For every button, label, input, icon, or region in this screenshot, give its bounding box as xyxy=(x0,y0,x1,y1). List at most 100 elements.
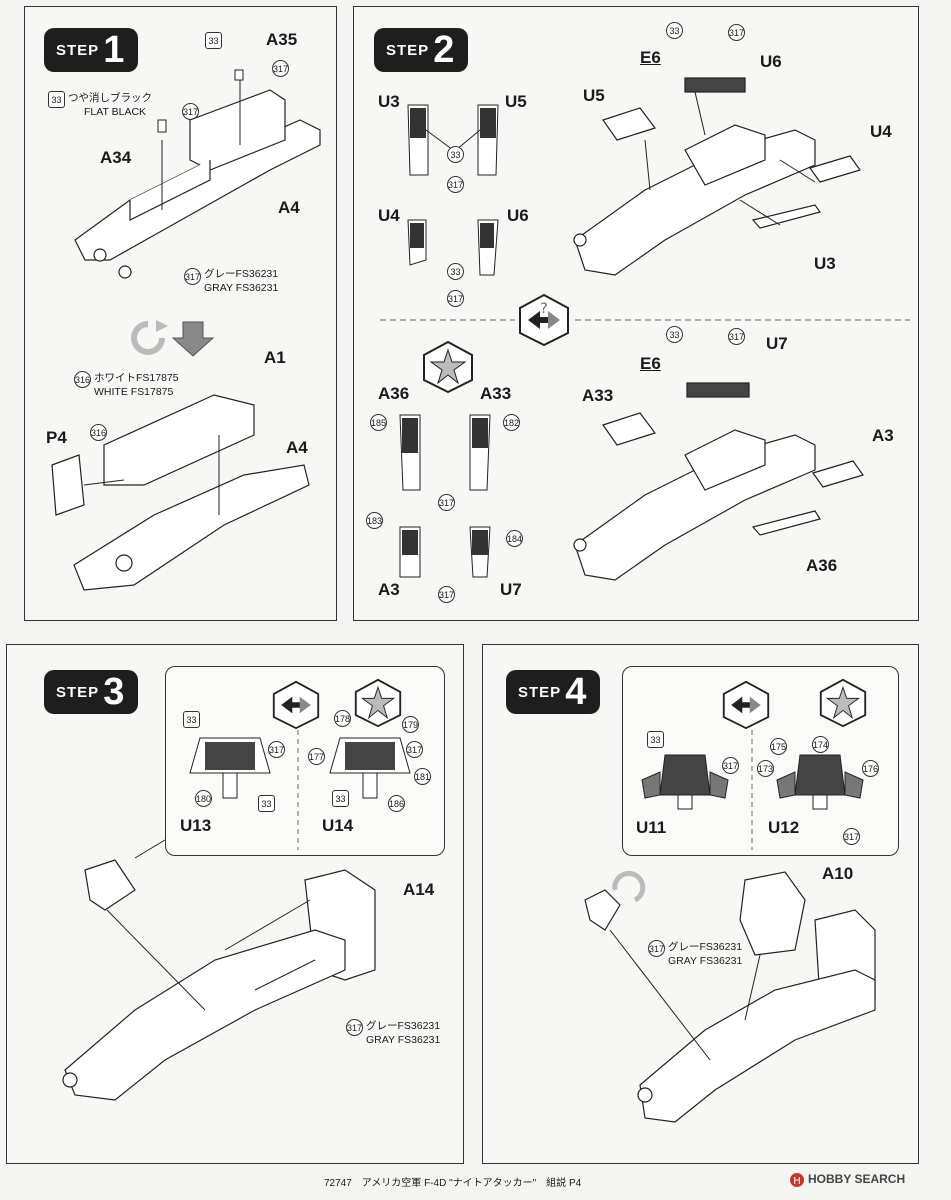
part-label-a33: A33 xyxy=(480,384,512,403)
paint-code: 33 xyxy=(647,731,664,748)
part-label-a1: A1 xyxy=(264,348,286,367)
part-label-u4: U4 xyxy=(378,206,400,225)
paint-code: 33 xyxy=(183,711,200,728)
note-white-en: WHITE FS17875 xyxy=(94,386,174,398)
paint-code: 317 xyxy=(648,940,665,957)
decal-u4-u6-drawing xyxy=(407,219,499,276)
decal-a3-u7-drawing xyxy=(399,526,491,578)
svg-text:H: H xyxy=(793,1176,801,1187)
part-label-a3-right: A3 xyxy=(872,426,894,445)
step1-assembly-drawing xyxy=(51,394,310,591)
paint-code: 178 xyxy=(334,710,351,727)
note-gray-jp: グレーFS36231 xyxy=(668,941,743,953)
paint-code: 317 xyxy=(728,24,745,41)
note-gray-en: GRAY FS36231 xyxy=(204,282,279,294)
section-divider xyxy=(380,319,910,321)
note-gray-en: GRAY FS36231 xyxy=(668,955,743,967)
part-label-a36: A36 xyxy=(378,384,410,403)
step2-bottom-cockpit-drawing xyxy=(573,382,864,581)
part-label-a35: A35 xyxy=(266,30,298,49)
paint-code: 173 xyxy=(757,760,774,777)
option-star-icon xyxy=(819,678,867,728)
paint-code: 176 xyxy=(862,760,879,777)
part-label-u7: U7 xyxy=(500,580,522,599)
option-star-icon xyxy=(423,340,473,394)
paint-code: 33 xyxy=(666,326,683,343)
paint-code: 184 xyxy=(506,530,523,547)
part-label-u14: U14 xyxy=(322,816,354,835)
paint-code: 180 xyxy=(195,790,212,807)
paint-code: 317 xyxy=(268,741,285,758)
step1-tub-drawing xyxy=(74,69,321,279)
note-flat-black-en: FLAT BLACK xyxy=(84,106,147,118)
paint-code: 182 xyxy=(503,414,520,431)
paint-code: 33 xyxy=(205,32,222,49)
decal-a36-a33-drawing xyxy=(399,414,491,491)
note-gray-jp: グレーFS36231 xyxy=(366,1020,441,1032)
part-label-a4: A4 xyxy=(278,198,300,217)
step4-assembly-drawing xyxy=(584,870,876,1123)
paint-code: 317 xyxy=(346,1019,363,1036)
paint-code: 33 xyxy=(666,22,683,39)
part-label-p4: P4 xyxy=(46,428,67,447)
option-question-icon xyxy=(722,680,770,730)
part-label-a36-right: A36 xyxy=(806,556,838,575)
paint-code: 316 xyxy=(90,424,107,441)
paint-code: 317 xyxy=(722,757,739,774)
note-gray-en: GRAY FS36231 xyxy=(366,1034,441,1046)
step3-assembly-drawing xyxy=(62,839,376,1101)
paint-code: 33 xyxy=(258,795,275,812)
part-label-u4-right: U4 xyxy=(870,122,892,141)
part-label-e6-lower: E6 xyxy=(640,354,661,373)
paint-code: 317 xyxy=(447,176,464,193)
paint-code: 33 xyxy=(48,91,65,108)
paint-code: 185 xyxy=(370,414,387,431)
decal-u3-u5-drawing xyxy=(407,104,499,176)
part-label-a34: A34 xyxy=(100,148,132,167)
paint-code: 317 xyxy=(438,586,455,603)
paint-code: 317 xyxy=(438,494,455,511)
part-label-u5-right: U5 xyxy=(583,86,605,105)
paint-code: 33 xyxy=(447,263,464,280)
note-white-jp: ホワイトFS17875 xyxy=(94,372,179,384)
note-gray-jp: グレーFS36231 xyxy=(204,268,279,280)
part-label-u11: U11 xyxy=(636,818,667,837)
part-label-u12: U12 xyxy=(768,818,800,837)
paint-code: 317 xyxy=(447,290,464,307)
paint-code: 183 xyxy=(366,512,383,529)
part-label-a14: A14 xyxy=(403,880,435,899)
part-label-a33-right: A33 xyxy=(582,386,614,405)
paint-code: 175 xyxy=(770,738,787,755)
part-label-u6: U6 xyxy=(507,206,529,225)
part-label-e6: E6 xyxy=(640,48,661,67)
paint-code: 181 xyxy=(414,768,431,785)
part-label-u5: U5 xyxy=(505,92,527,111)
brand-logo-icon: H xyxy=(790,1173,804,1187)
panel-u13-drawing xyxy=(189,737,271,799)
svg-text:?: ? xyxy=(540,301,547,317)
part-label-a4-bottom: A4 xyxy=(286,438,308,457)
paint-code: 317 xyxy=(272,60,289,77)
option-question-icon: ? xyxy=(519,293,569,347)
panel-u12-drawing xyxy=(776,754,864,810)
step2-top-cockpit-drawing xyxy=(573,77,861,276)
paint-code: 174 xyxy=(812,736,829,753)
inset-divider xyxy=(751,730,753,850)
brand-name: HOBBY SEARCH xyxy=(808,1172,906,1186)
panel-u11-drawing xyxy=(641,754,729,810)
paint-code: 317 xyxy=(184,268,201,285)
paint-code: 186 xyxy=(388,795,405,812)
paint-code: 317 xyxy=(406,741,423,758)
part-label-a3: A3 xyxy=(378,580,400,599)
part-label-u6-right: U6 xyxy=(760,52,782,71)
paint-code: 33 xyxy=(447,146,464,163)
option-question-icon xyxy=(272,680,320,730)
option-star-icon xyxy=(354,678,402,728)
paint-code: 33 xyxy=(332,790,349,807)
paint-code: 317 xyxy=(728,328,745,345)
part-label-u7-right: U7 xyxy=(766,334,788,353)
